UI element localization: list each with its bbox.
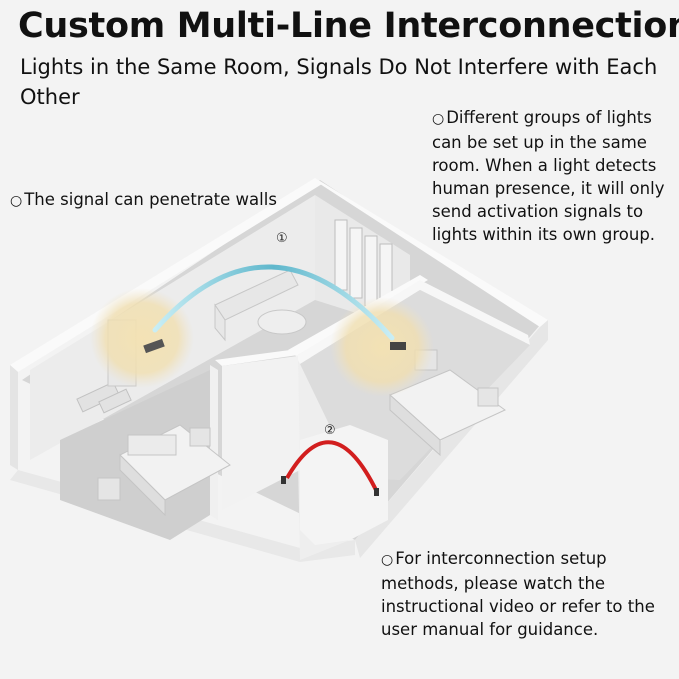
sofa <box>214 269 299 342</box>
light-glow-right <box>330 297 434 397</box>
note-setup: ○For interconnection setup methods, plea… <box>381 547 671 641</box>
note-walls-text: The signal can penetrate walls <box>24 190 277 209</box>
wall-front-right <box>355 320 548 558</box>
marker-one: ① <box>276 231 288 246</box>
door-sensor-right <box>374 488 379 496</box>
sensor-light-right <box>390 342 406 350</box>
door-wall-front <box>300 425 388 545</box>
wall-top-back-right <box>315 178 548 327</box>
partition-wall-center <box>215 350 298 366</box>
sensor-light-left <box>143 338 165 354</box>
note-groups-text: Different groups of lights can be set up… <box>432 108 665 244</box>
subheadline: Lights in the Same Room, Signals Do Not … <box>20 55 658 109</box>
bullet-icon: ○ <box>10 193 23 209</box>
door-wall <box>222 356 300 510</box>
coffee-table <box>257 309 307 335</box>
note-groups: ○Different groups of lights can be set u… <box>432 106 672 246</box>
bed-right <box>389 369 506 457</box>
partition-wall-bedroom <box>210 365 218 520</box>
note-walls: ○The signal can penetrate walls <box>10 188 310 213</box>
note-setup-text: For interconnection setup methods, pleas… <box>381 549 655 639</box>
wall-top-back-left <box>10 178 322 372</box>
dining-set <box>76 381 132 414</box>
light-glow-left <box>90 288 194 388</box>
signal-arc-red <box>285 440 379 493</box>
window-panels <box>334 219 393 313</box>
wall-front-left <box>10 365 18 470</box>
nightstand-left-2 <box>189 427 211 447</box>
headline: Custom Multi-Line Interconnection <box>18 6 679 46</box>
marker-two: ② <box>324 423 336 438</box>
nightstand-right <box>477 387 499 407</box>
bullet-icon: ○ <box>381 552 394 568</box>
bullet-icon: ○ <box>432 111 445 127</box>
nightstand-left <box>97 477 121 501</box>
signal-arc-blue <box>152 264 395 341</box>
door-sensor-left <box>281 476 286 484</box>
